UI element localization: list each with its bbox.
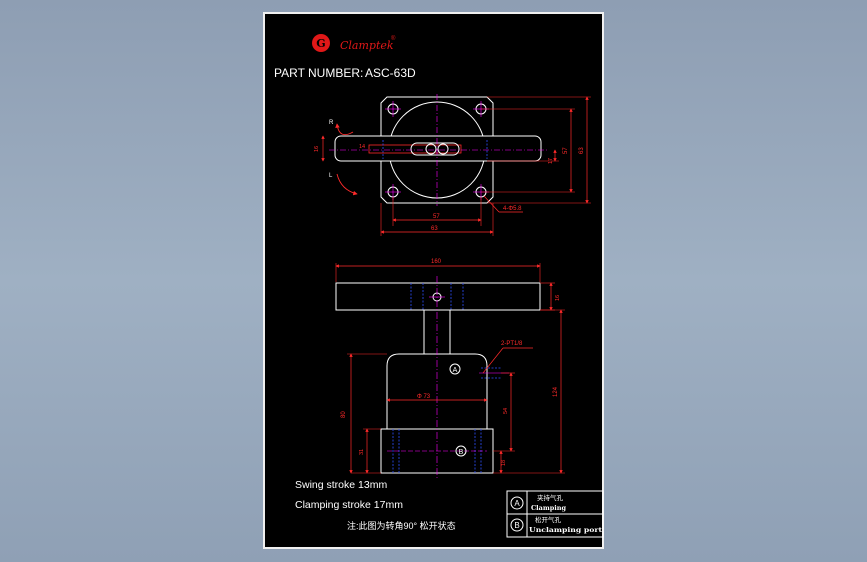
brand-logo: G Clamptek ® (312, 34, 396, 52)
top-view: R L 16 14 57 63 63 57 17 4-Φ5.8 (314, 94, 591, 236)
dim-width-inner: 57 (433, 214, 440, 220)
port-b-icon (455, 445, 467, 457)
dim-height-inner: 57 (563, 147, 569, 154)
port-b-marker: B (459, 449, 464, 456)
cylinder-body (386, 353, 488, 430)
clamping-stroke-note: Clamping stroke 17mm (295, 499, 403, 511)
legend-b-icon (510, 518, 524, 532)
dim-width-outer: 63 (431, 226, 438, 232)
dim-arm-offset: 17 (548, 158, 554, 164)
dim-total-height: 124 (553, 386, 559, 397)
dim-arm-width: 16 (314, 146, 320, 152)
logo-letter: G (316, 37, 325, 50)
rotation-arc-left-icon (336, 173, 358, 196)
port-legend-table: A 夹持气孔 Clamping B 松开气孔 Unclamping port (506, 490, 604, 538)
dim-body-diameter: Φ 73 (417, 394, 431, 400)
rotation-right-label: R (329, 120, 334, 126)
rotation-left-label: L (329, 173, 333, 179)
legend-a-icon (510, 496, 524, 510)
legend-b-en: Unclamping port (529, 527, 602, 534)
dim-slot: 14 (359, 144, 365, 150)
legend-b-marker: B (514, 521, 519, 530)
dim-arm-length: 160 (431, 259, 442, 265)
part-number-value: ASC-63D (365, 66, 416, 80)
dim-stroke-zone: 54 (503, 408, 509, 414)
clamp-arm-side (335, 282, 541, 311)
port-a-marker: A (453, 367, 458, 374)
swing-stroke-note: Swing stroke 13mm (295, 479, 387, 491)
logo-registered: ® (391, 35, 396, 42)
port-a-icon (449, 363, 461, 375)
dim-body-height: 80 (341, 411, 347, 418)
dim-base-height: 31 (359, 449, 365, 455)
logo-text: Clamptek (340, 39, 394, 52)
rotation-arc-right-icon (335, 123, 354, 136)
dim-height-outer: 63 (579, 147, 585, 154)
port-spec: 2-PT1/8 (501, 341, 523, 347)
arm-slot-hub (410, 142, 460, 156)
notes: Swing stroke 13mm Clamping stroke 17mm 注… (295, 479, 456, 531)
hole-spec: 4-Φ5.8 (503, 206, 522, 212)
rotation-state-note: 注:此图为转角90° 松开状态 (347, 520, 456, 531)
legend-a-cn: 夹持气孔 (537, 493, 564, 502)
dim-port-offset: 18 (501, 460, 507, 466)
drawing-sheet: G Clamptek ® PART NUMBER: ASC-63D (263, 12, 604, 549)
part-number-label: PART NUMBER: (274, 66, 363, 80)
dim-arm-thickness: 16 (555, 295, 561, 301)
legend-a-marker: A (514, 499, 520, 508)
side-view: 160 16 A B (335, 259, 565, 478)
logo-mark-icon (312, 34, 330, 52)
legend-a-en: Clamping (531, 504, 566, 512)
legend-b-cn: 松开气孔 (535, 515, 562, 524)
arm-slot (368, 144, 462, 154)
technical-drawing: G Clamptek ® PART NUMBER: ASC-63D (274, 34, 604, 538)
